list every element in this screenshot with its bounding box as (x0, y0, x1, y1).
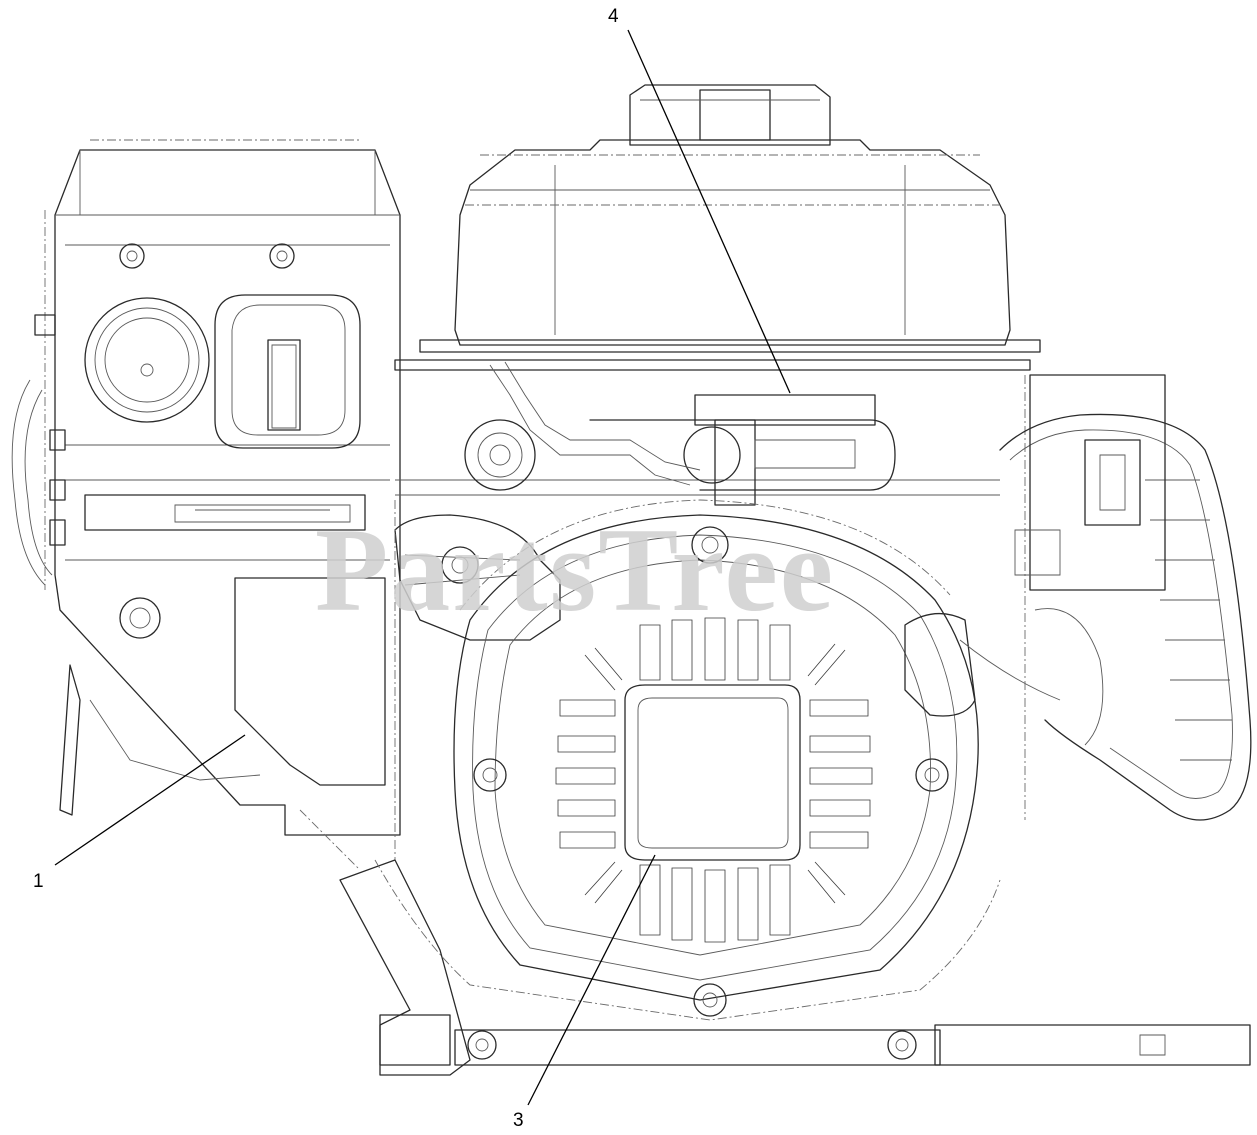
leader-line-3 (527, 854, 656, 1106)
engine-block (394, 359, 1031, 860)
leader-line-1 (54, 734, 246, 866)
starter-handle (904, 374, 1252, 821)
watermark: PartsTree (315, 503, 835, 636)
control-panel (11, 139, 401, 836)
callout-1: 1 (33, 871, 44, 892)
recoil-starter (453, 499, 979, 1017)
leader-lines (54, 29, 791, 1106)
crankcase-base (299, 809, 1251, 1076)
leader-line-4 (627, 29, 791, 394)
callout-4: 4 (608, 6, 619, 27)
fuel-tank (419, 84, 1041, 353)
callout-3: 3 (513, 1110, 524, 1131)
